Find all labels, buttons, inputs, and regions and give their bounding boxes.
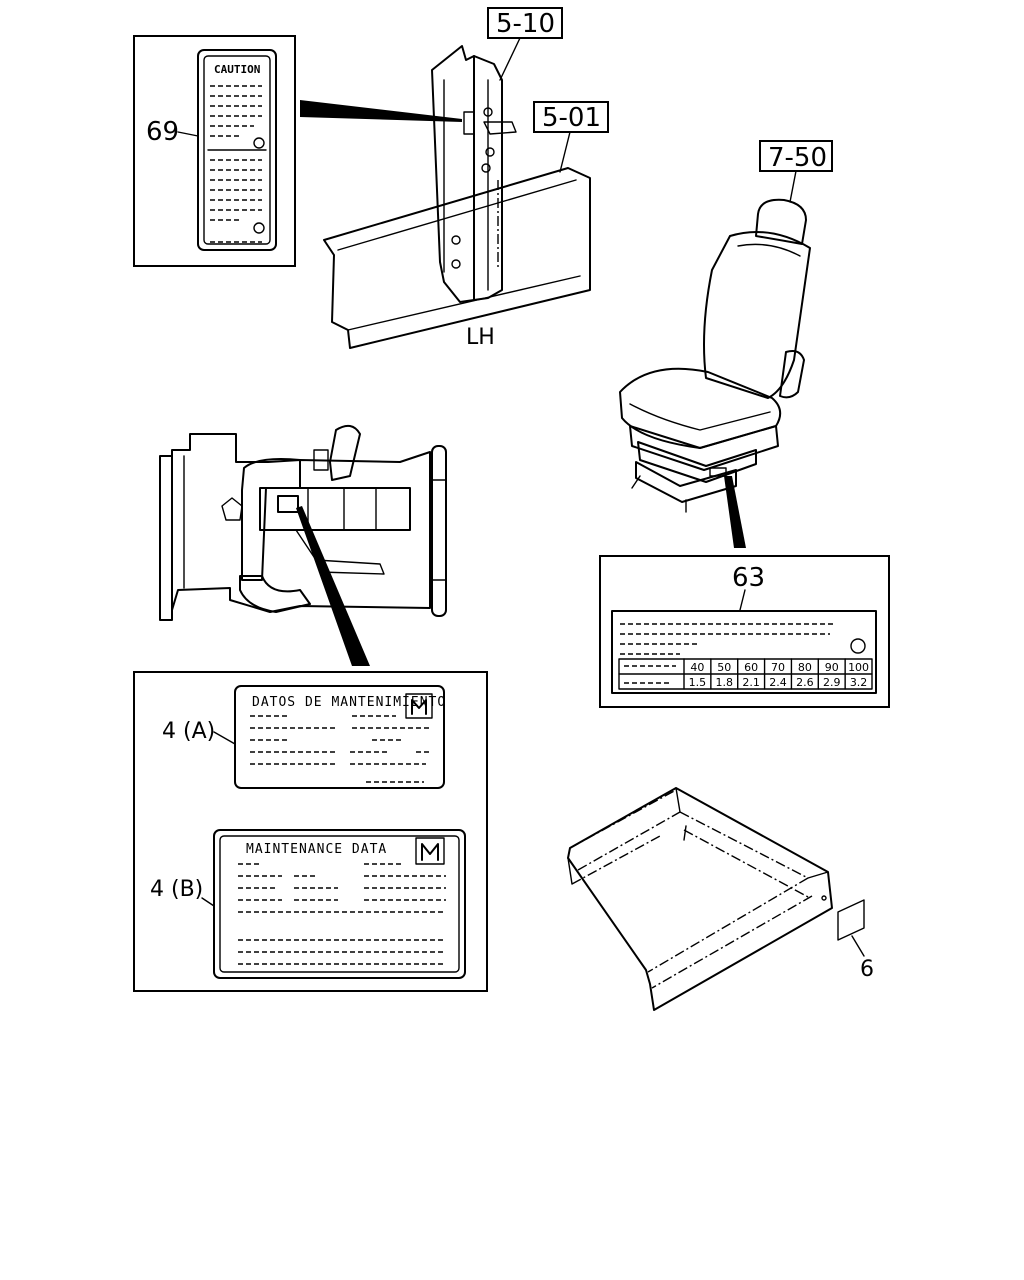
caution-frame bbox=[133, 35, 296, 267]
seat-rail bbox=[635, 461, 737, 503]
item-69: 69 bbox=[146, 117, 179, 147]
label-4b-title: MAINTENANCE DATA bbox=[246, 842, 387, 857]
label-4a-logo-box bbox=[405, 693, 433, 719]
load-table-value-cell: 3.2 bbox=[850, 676, 868, 689]
load-table-value-cell: 2.9 bbox=[823, 676, 841, 689]
ref-box-5-01 bbox=[533, 101, 609, 133]
load-table-header-cell: 90 bbox=[825, 661, 839, 674]
ref-box-5-10 bbox=[487, 7, 563, 39]
frame-label-6 bbox=[837, 899, 865, 941]
item-63: 63 bbox=[732, 563, 765, 593]
load-table-header-cell: 70 bbox=[771, 661, 785, 674]
load-table-value-cell: 2.4 bbox=[769, 676, 787, 689]
lh-label: LH bbox=[466, 325, 495, 350]
caution-callout: CAUTION 69 bbox=[133, 35, 296, 267]
load-table-value-cell: 1.8 bbox=[716, 676, 734, 689]
frame-beam bbox=[323, 167, 591, 349]
item-4a: 4 (A) bbox=[162, 719, 215, 744]
label-4a bbox=[234, 685, 445, 789]
label-4b-logo-box bbox=[415, 837, 445, 865]
pillar-right bbox=[473, 55, 503, 301]
ref-box-7-50 bbox=[759, 140, 833, 172]
ref-5-01: 5-01 bbox=[542, 103, 601, 133]
maintenance-callout: DATOS DE MANTENIMIENTO 4 (A) MAINTENANCE… bbox=[133, 671, 488, 992]
caution-text-lines bbox=[207, 85, 267, 243]
label-4b-logo-icon bbox=[421, 843, 439, 861]
pillar-label-slot bbox=[463, 111, 475, 135]
seat-assembly: 7-50 bbox=[619, 140, 833, 548]
seat-headrest bbox=[755, 198, 807, 245]
item-4b: 4 (B) bbox=[150, 877, 203, 902]
seat-label-frame bbox=[599, 555, 890, 708]
pillar-left bbox=[431, 45, 475, 303]
seat-label-callout: 63 40 1.5 50 1.8 60 2.1 70 2.4 80 2.6 90 2.9 100 3.2 bbox=[599, 555, 890, 708]
seat-base bbox=[629, 425, 779, 471]
load-table-header-cell: 60 bbox=[744, 661, 758, 674]
label-4a-title: DATOS DE MANTENIMIENTO bbox=[252, 695, 446, 710]
caution-label-inner bbox=[203, 55, 271, 245]
load-table-cells: 40 1.5 50 1.8 60 2.1 70 2.4 80 2.6 90 2.9 100 3.2 bbox=[689, 658, 869, 690]
load-table-value-cell: 1.5 bbox=[689, 676, 707, 689]
ref-7-50: 7-50 bbox=[768, 143, 827, 173]
seat-backrest bbox=[703, 231, 811, 399]
caution-dot-lower bbox=[253, 222, 265, 234]
load-table-header-cell: 40 bbox=[690, 661, 704, 674]
frame-rail bbox=[567, 787, 833, 1011]
engine-flywheel-housing bbox=[159, 455, 173, 621]
engine-valve-cover bbox=[259, 487, 411, 531]
caution-pointer bbox=[300, 100, 462, 122]
load-table-header-cell: 50 bbox=[717, 661, 731, 674]
seat-label-spot bbox=[709, 467, 727, 477]
engine-label-spot bbox=[277, 495, 299, 513]
seat-pointer bbox=[724, 476, 746, 548]
maintenance-frame bbox=[133, 671, 488, 992]
load-table-value-cell: 2.1 bbox=[742, 676, 760, 689]
caution-label-outer bbox=[197, 49, 277, 251]
ref-5-10: 5-10 bbox=[496, 9, 555, 39]
seat-cushion bbox=[619, 367, 782, 449]
load-table-header-cell: 80 bbox=[798, 661, 812, 674]
engine-pointer bbox=[296, 506, 370, 666]
seat-label-plate bbox=[611, 610, 877, 694]
load-table-value-cell: 2.6 bbox=[796, 676, 814, 689]
load-table-header-cell: 100 bbox=[848, 661, 869, 674]
label-4b bbox=[213, 829, 466, 979]
pillar-assembly: 5-10 5-01 LH bbox=[323, 7, 609, 350]
label-4a-logo-icon bbox=[411, 699, 427, 715]
frame-corner: 6 bbox=[567, 787, 874, 1011]
seat-label-dot bbox=[850, 638, 866, 654]
item-6: 6 bbox=[860, 957, 874, 982]
caution-dot-upper bbox=[253, 137, 265, 149]
engine-assembly bbox=[159, 424, 447, 666]
item-69-leader bbox=[177, 131, 199, 137]
caution-header: CAUTION bbox=[214, 63, 260, 76]
